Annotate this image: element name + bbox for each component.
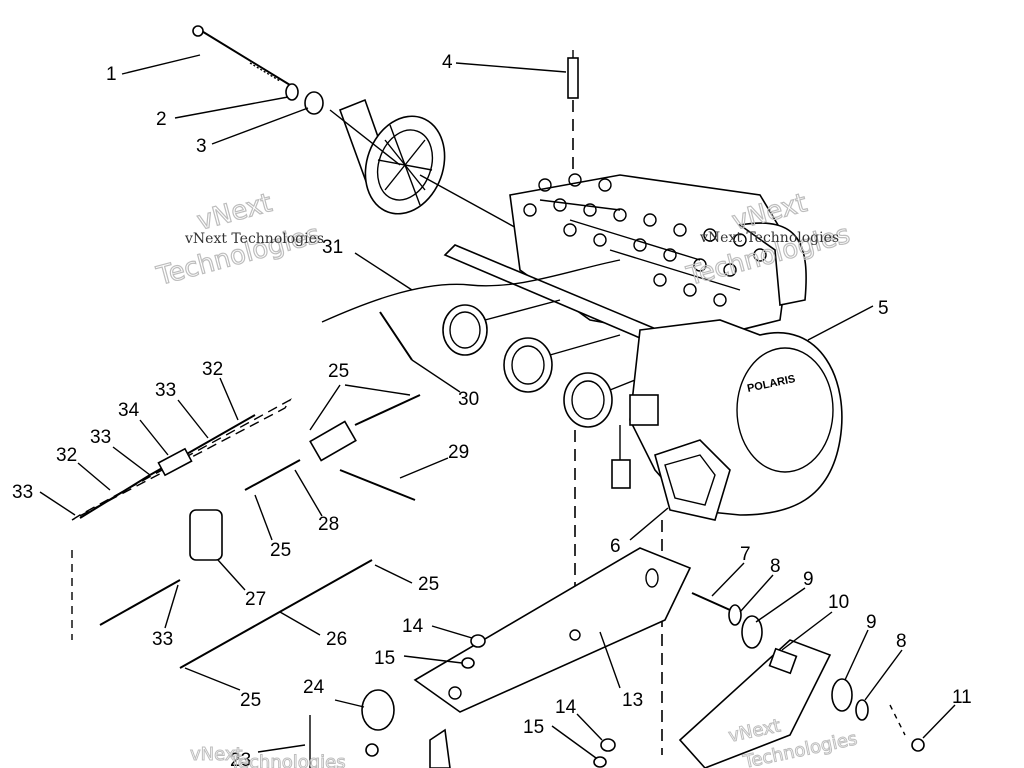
callout-14b: 14 (555, 697, 577, 718)
callout-25c: 25 (418, 574, 439, 595)
callout-2: 2 (156, 109, 167, 130)
callout-1: 1 (106, 64, 117, 85)
callout-33d: 33 (152, 629, 173, 650)
callout-10: 10 (828, 592, 849, 613)
callout-30: 30 (458, 389, 479, 410)
callout-24: 24 (303, 677, 325, 698)
callout-34: 34 (118, 400, 140, 421)
part-spark-plug (567, 50, 579, 175)
callout-13: 13 (622, 690, 643, 711)
watermark-c-technologies: Technologies (229, 752, 346, 768)
part-throttle-cable (321, 259, 621, 323)
callout-29: 29 (448, 442, 469, 463)
callout-11: 11 (952, 687, 972, 708)
callout-25d: 25 (240, 690, 261, 711)
drive-clutch (329, 98, 446, 215)
callout-26: 26 (326, 629, 347, 650)
callout-3: 3 (196, 136, 207, 157)
callout-9: 9 (803, 569, 814, 590)
callout-28: 28 (318, 514, 339, 535)
watermark-a-vnext: vNext (194, 188, 275, 237)
callout-8: 8 (770, 556, 781, 577)
part-washer (285, 83, 299, 101)
callout-32a: 32 (202, 359, 223, 380)
engine-assembly: POLARIS (442, 173, 843, 521)
callout-5: 5 (878, 298, 889, 319)
callout-6: 6 (610, 536, 621, 557)
part-nut (304, 91, 324, 115)
callout-25a: 25 (328, 361, 349, 382)
callout-32b: 32 (56, 445, 77, 466)
callout-14: 14 (402, 616, 424, 637)
callout-25b: 25 (270, 540, 291, 561)
part-30 (379, 311, 413, 361)
callout-33a: 33 (155, 380, 176, 401)
callout-23: 23 (230, 750, 251, 768)
fuel-lines-group (71, 394, 421, 669)
callout-9b: 9 (866, 612, 877, 633)
callout-8b: 8 (896, 631, 907, 652)
callout-31: 31 (322, 237, 343, 258)
part-bolt (192, 25, 291, 86)
watermark-c-vnext: vNext (190, 744, 243, 765)
callout-15: 15 (374, 648, 395, 669)
callout-4: 4 (442, 52, 453, 73)
engine-mount-plates (309, 430, 925, 768)
callout-15b: 15 (523, 717, 544, 738)
callout-33b: 33 (90, 427, 111, 448)
watermark-b-company: vNext Technologies (699, 230, 839, 246)
callout-labels: 1 2 3 4 5 6 7 8 9 10 9 8 11 13 14 15 14 … (12, 52, 972, 768)
callout-27: 27 (245, 589, 266, 610)
callout-33c: 33 (12, 482, 33, 503)
leader-lines (39, 54, 956, 759)
watermark-a-company: vNext Technologies (184, 231, 324, 247)
callout-7: 7 (740, 544, 751, 565)
